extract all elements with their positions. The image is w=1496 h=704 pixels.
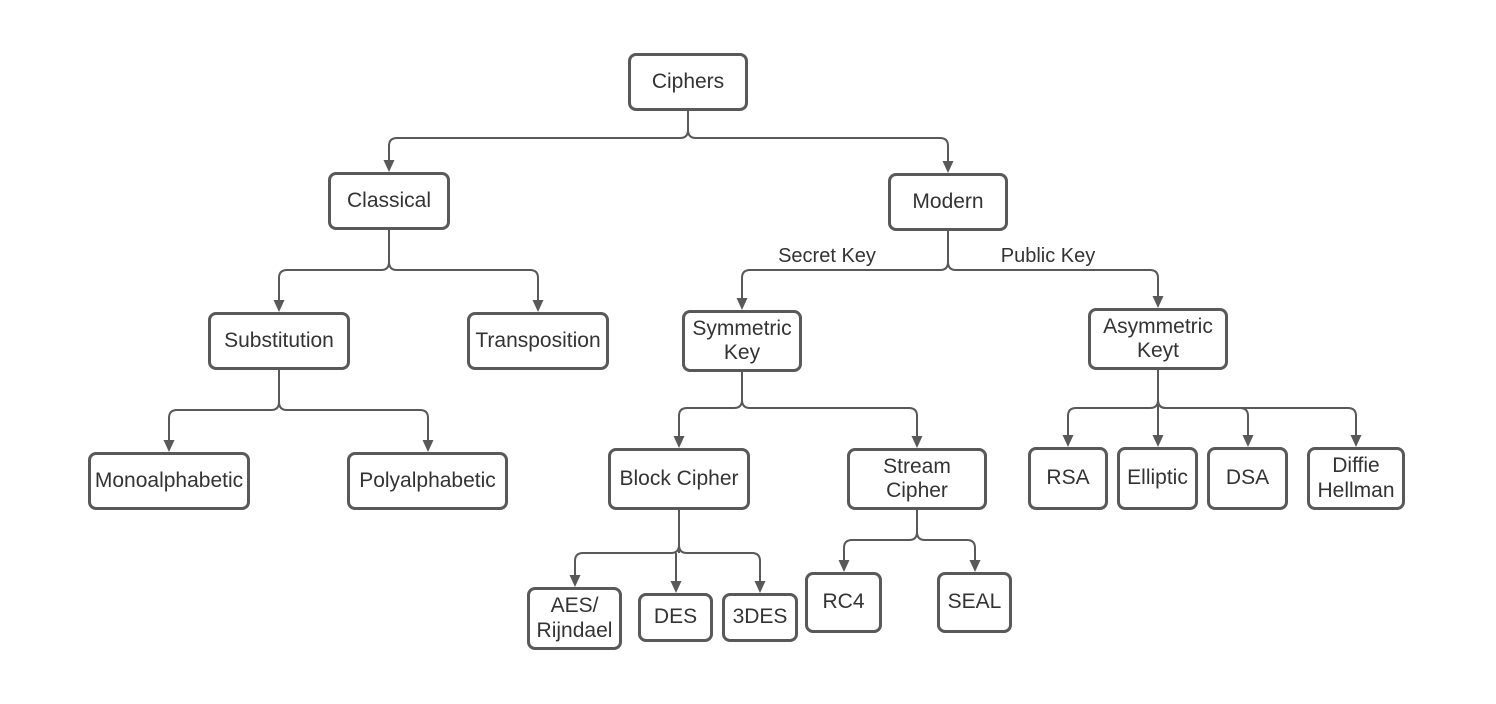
edge-classical-transposition: [388, 230, 544, 312]
node-aes-rijndael-label: AES/ Rijndael: [536, 594, 613, 642]
edge-stream-seal: [916, 510, 981, 572]
edge-label-secret-key: Secret Key: [778, 245, 876, 267]
edge-ciphers-modern: [687, 111, 954, 173]
edge-symmetric-block: [673, 372, 743, 448]
node-polyalphabetic: Polyalphabetic: [347, 452, 508, 510]
node-rsa-label: RSA: [1046, 466, 1090, 490]
node-block-cipher-label: Block Cipher: [619, 466, 739, 490]
node-transposition: Transposition: [467, 312, 609, 370]
node-asymmetric-key: Asymmetric Keyt: [1088, 308, 1228, 370]
edge-asymmetric-rsa: [1062, 370, 1159, 447]
node-aes-rijndael: AES/ Rijndael: [527, 587, 622, 650]
node-modern-label: Modern: [912, 189, 984, 213]
node-diffie-hellman-label: Diffie Hellman: [1317, 454, 1395, 502]
edge-block-3des: [678, 510, 766, 593]
edge-asymmetric-diffie: [1157, 370, 1362, 447]
node-classical: Classical: [328, 172, 450, 230]
edge-modern-asymmetric: [947, 231, 1164, 308]
node-stream-cipher: Stream Cipher: [847, 448, 987, 510]
node-substitution: Substitution: [208, 312, 350, 370]
node-block-cipher: Block Cipher: [608, 448, 750, 510]
edge-substitution-polyalphabetic: [278, 370, 434, 452]
edge-block-aes: [569, 510, 680, 587]
node-seal: SEAL: [937, 572, 1012, 633]
node-monoalphabetic-label: Monoalphabetic: [94, 468, 244, 492]
node-classical-label: Classical: [346, 188, 432, 212]
node-symmetric-key: Symmetric Key: [682, 310, 802, 372]
node-monoalphabetic: Monoalphabetic: [88, 452, 250, 510]
node-substitution-label: Substitution: [224, 328, 334, 352]
node-des: DES: [638, 593, 713, 642]
node-transposition-label: Transposition: [475, 328, 601, 352]
node-3des-label: 3DES: [732, 605, 788, 629]
node-rc4-label: RC4: [822, 590, 865, 614]
edge-label-public-key: Public Key: [1000, 245, 1096, 267]
edge-modern-symmetric: [736, 231, 949, 310]
node-dsa: DSA: [1207, 447, 1288, 510]
node-modern: Modern: [888, 173, 1008, 231]
node-symmetric-key-label: Symmetric Key: [692, 316, 792, 364]
node-asymmetric-key-label: Asymmetric Keyt: [1103, 314, 1213, 362]
node-ciphers: Ciphers: [628, 53, 748, 111]
node-polyalphabetic-label: Polyalphabetic: [359, 468, 496, 492]
edge-classical-substitution: [273, 230, 390, 312]
edge-stream-rc4: [838, 510, 918, 572]
node-elliptic-label: Elliptic: [1127, 466, 1188, 490]
node-rsa: RSA: [1028, 447, 1108, 510]
edge-substitution-monoalphabetic: [163, 370, 280, 452]
node-des-label: DES: [653, 605, 698, 629]
node-diffie-hellman: Diffie Hellman: [1307, 447, 1405, 510]
node-rc4: RC4: [805, 572, 882, 633]
node-stream-cipher-label: Stream Cipher: [883, 454, 951, 502]
node-seal-label: SEAL: [947, 590, 1002, 614]
node-dsa-label: DSA: [1225, 466, 1270, 490]
edge-symmetric-stream: [741, 372, 923, 448]
node-elliptic: Elliptic: [1117, 447, 1198, 510]
node-ciphers-label: Ciphers: [651, 69, 725, 93]
node-3des: 3DES: [722, 593, 798, 642]
edge-ciphers-classical: [383, 111, 689, 172]
